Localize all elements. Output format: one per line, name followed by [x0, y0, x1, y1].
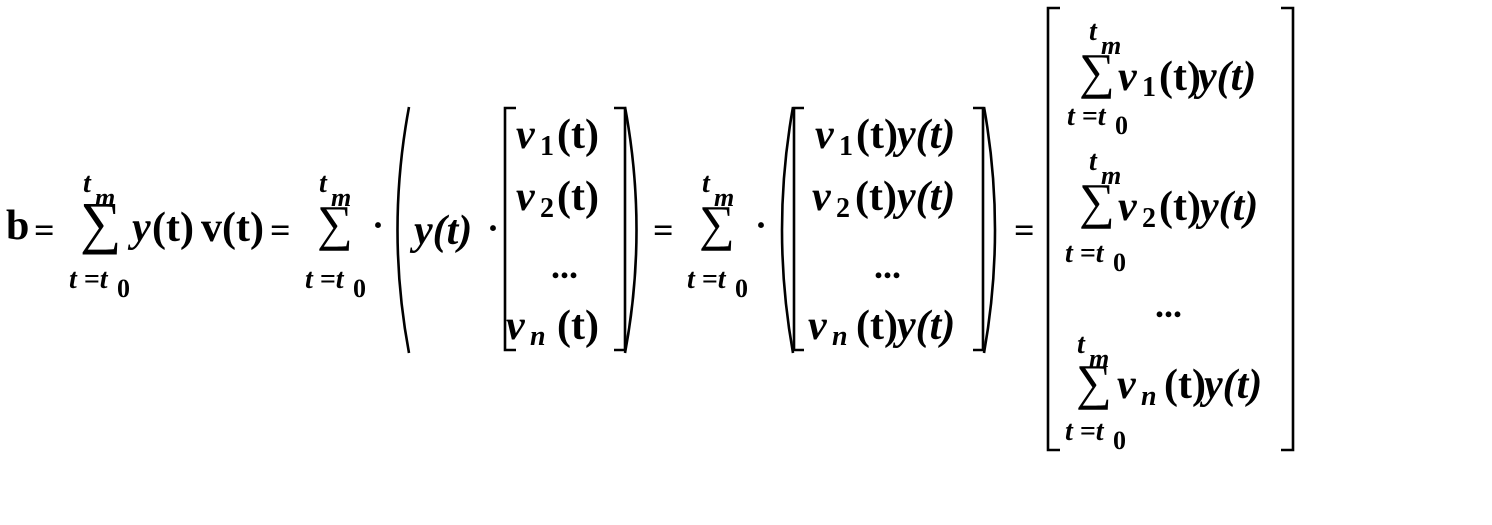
resn-sub: n [1141, 381, 1157, 412]
sum2-upper-t: t [319, 168, 327, 199]
vec2-v2-sub: 2 [540, 193, 554, 224]
res2-upper-t: t [1089, 146, 1097, 177]
res2-lower-sub: 0 [1113, 248, 1126, 277]
vector-right-bracket [614, 106, 627, 352]
term1-v: v [201, 205, 222, 251]
res2-arg: (t) [1159, 184, 1201, 230]
vec3-vn-arg: (t) [856, 303, 898, 349]
res2-upper-m: m [1101, 161, 1122, 190]
cdot-2: · [487, 208, 500, 248]
vec3-v2-sub: 2 [836, 193, 850, 224]
equals-sign-4: = [1014, 210, 1035, 250]
equals-sign-3: = [653, 210, 674, 250]
res1-lower: t =t [1067, 101, 1106, 132]
vec3-vn-sub: n [832, 321, 848, 352]
vec2-vn-sub: n [530, 321, 546, 352]
res1-sigma: ∑ [1079, 43, 1115, 99]
vec2-v1-arg: (t) [557, 112, 599, 158]
sum1-sigma: ∑ [80, 190, 122, 255]
vec2-v1: v [516, 112, 535, 158]
sum2-lower: t =t [305, 264, 344, 295]
left-paren-term3 [780, 106, 795, 354]
sum1-upper-m: m [95, 183, 116, 212]
resn-upper-m: m [1089, 344, 1110, 373]
vec2-v1-sub: 1 [540, 131, 554, 162]
sum3-upper-m: m [714, 183, 735, 212]
vec3-v2-arg: (t) [855, 174, 897, 220]
sum3-lower: t =t [687, 264, 726, 295]
cdot-1: · [372, 205, 385, 245]
resn-sigma: ∑ [1076, 354, 1112, 410]
sum1-lower-sub: 0 [117, 274, 130, 303]
vec2-vn-arg: (t) [557, 303, 599, 349]
vec3-dots: ... [874, 246, 901, 286]
vec3-v1: v [815, 112, 834, 158]
term1-arg-t2: (t) [222, 205, 264, 251]
res2-lower: t =t [1065, 238, 1104, 269]
sum1-lower: t =t [69, 264, 108, 295]
res1-v: v [1118, 54, 1137, 100]
right-paren-term3 [982, 106, 997, 354]
vec3-v1-y: y(t) [897, 112, 956, 158]
sum1-upper-t: t [83, 168, 91, 199]
sum2-sigma: ∑ [317, 195, 353, 251]
vec2-vn: v [506, 303, 525, 349]
equals-sign-2: = [270, 210, 291, 250]
vec3-v1-sub: 1 [839, 131, 853, 162]
res1-sub: 1 [1142, 72, 1156, 103]
term1-y: y [132, 205, 151, 251]
resn-lower: t =t [1065, 416, 1104, 447]
vec3-vn-y: y(t) [897, 303, 956, 349]
vec3-v2: v [812, 174, 831, 220]
vec2-dots: ... [551, 246, 578, 286]
vec3-vn: v [808, 303, 827, 349]
term2-y-factor: y(t) [414, 208, 473, 254]
vec3-v2-y: y(t) [897, 174, 956, 220]
res1-upper-m: m [1101, 31, 1122, 60]
cdot-3: · [755, 205, 768, 245]
left-paren-big [396, 106, 411, 354]
term1-arg-t: (t) [152, 205, 194, 251]
result-right-bracket [1281, 6, 1295, 452]
resn-y: y(t) [1204, 362, 1263, 408]
vec2-v2-arg: (t) [557, 174, 599, 220]
equals-sign-1: = [34, 210, 55, 250]
sum3-upper-t: t [702, 168, 710, 199]
lhs-vector-b: b [6, 203, 30, 249]
res1-y: y(t) [1198, 54, 1257, 100]
resn-lower-sub: 0 [1113, 426, 1126, 455]
vector3-left-bracket [792, 106, 804, 352]
result-left-bracket [1046, 6, 1060, 452]
sum2-lower-sub: 0 [353, 274, 366, 303]
res2-sub: 2 [1142, 203, 1156, 234]
res1-arg: (t) [1159, 54, 1201, 100]
res2-y: y(t) [1200, 184, 1259, 230]
sum3-lower-sub: 0 [735, 274, 748, 303]
vec3-v1-arg: (t) [856, 112, 898, 158]
sum2-upper-m: m [331, 183, 352, 212]
res2-v: v [1118, 184, 1137, 230]
res2-sigma: ∑ [1079, 173, 1115, 229]
res-dots: ... [1155, 285, 1182, 325]
vector3-right-bracket [973, 106, 985, 352]
res1-upper-t: t [1089, 16, 1097, 47]
resn-v: v [1117, 362, 1136, 408]
res1-lower-sub: 0 [1115, 111, 1128, 140]
right-paren-big [623, 106, 638, 354]
resn-arg: (t) [1164, 362, 1206, 408]
sum3-sigma: ∑ [699, 195, 735, 251]
vector-left-bracket [503, 106, 516, 352]
vec2-v2: v [516, 174, 535, 220]
resn-upper-t: t [1077, 329, 1085, 360]
